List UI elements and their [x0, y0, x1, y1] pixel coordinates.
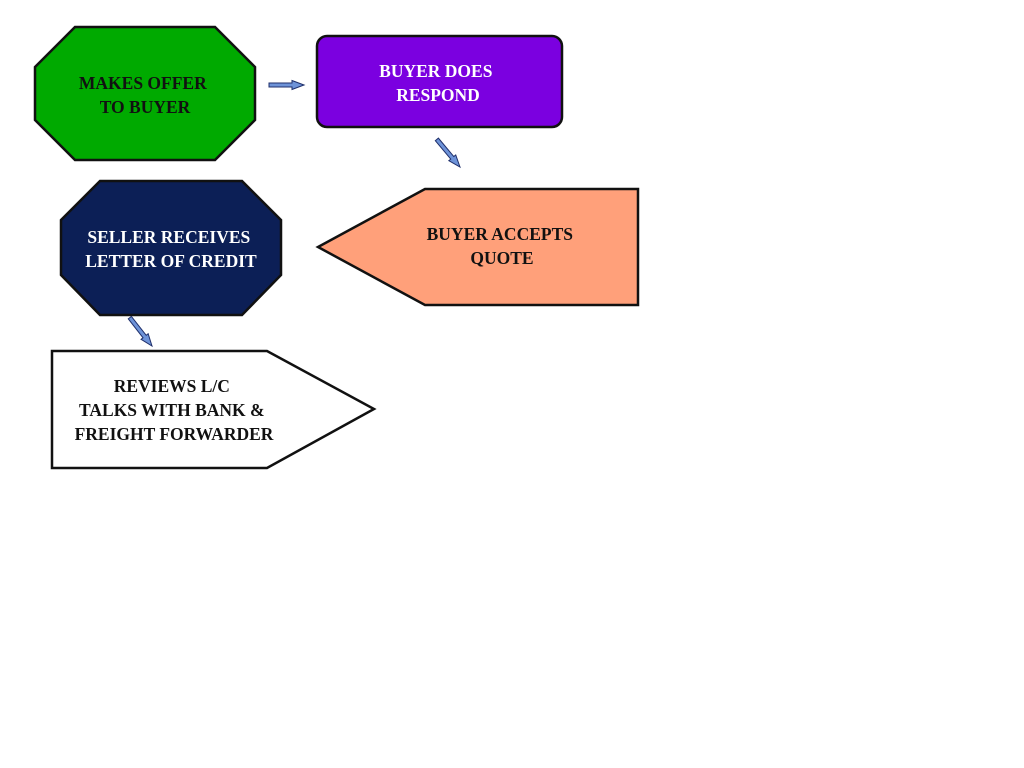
seller-receives-label: SELLER RECEIVES LETTER OF CREDIT [85, 227, 257, 271]
arrow-down-right-icon [434, 137, 461, 169]
buyer-accepts-line-1: BUYER ACCEPTS [427, 224, 573, 244]
reviews-lc-label: REVIEWS L/C TALKS WITH BANK & FREIGHT FO… [75, 376, 274, 444]
reviews-lc-pentagon [50, 349, 377, 470]
makes-offer-line-1: MAKES OFFER [79, 73, 207, 93]
makes-offer-label: MAKES OFFER TO BUYER [79, 73, 211, 117]
buyer-accepts-pentagon [315, 187, 640, 307]
node-makes-offer: MAKES OFFER TO BUYER [33, 25, 257, 162]
buyer-accepts-label: BUYER ACCEPTS QUOTE [427, 224, 578, 268]
seller-receives-octagon [59, 179, 283, 317]
arrow-receives-to-reviews [127, 315, 153, 348]
arrow-right-icon [268, 79, 306, 91]
makes-offer-line-2: TO BUYER [100, 97, 191, 117]
seller-receives-line-2: LETTER OF CREDIT [85, 251, 257, 271]
node-seller-receives: SELLER RECEIVES LETTER OF CREDIT [59, 179, 283, 317]
node-reviews-lc: REVIEWS L/C TALKS WITH BANK & FREIGHT FO… [50, 349, 377, 470]
buyer-responds-line-2: RESPOND [396, 85, 480, 105]
buyer-accepts-line-2: QUOTE [470, 248, 533, 268]
node-buyer-responds: BUYER DOES RESPOND [315, 34, 564, 129]
node-buyer-accepts: BUYER ACCEPTS QUOTE [315, 187, 640, 307]
reviews-lc-line-2: TALKS WITH BANK & [79, 400, 265, 420]
arrow-respond-to-accepts [434, 137, 461, 169]
reviews-lc-line-1: REVIEWS L/C [114, 376, 230, 396]
seller-receives-line-1: SELLER RECEIVES [87, 227, 250, 247]
arrow-offer-to-respond [268, 79, 306, 91]
buyer-responds-box [315, 34, 564, 129]
makes-offer-octagon [33, 25, 257, 162]
buyer-responds-line-1: BUYER DOES [379, 61, 492, 81]
arrow-down-right-icon [127, 315, 153, 348]
buyer-responds-label: BUYER DOES RESPOND [379, 61, 497, 105]
reviews-lc-line-3: FREIGHT FORWARDER [75, 424, 274, 444]
